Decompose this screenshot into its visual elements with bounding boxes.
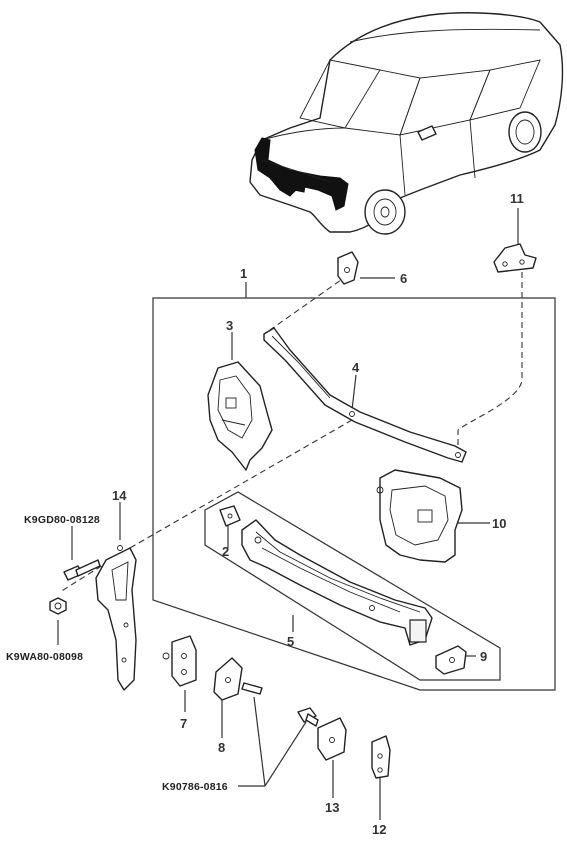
callout-4: 4	[352, 360, 360, 375]
callout-12: 12	[372, 822, 386, 837]
part-number-bolt-bottom: K90786-0816	[162, 781, 228, 793]
bolt-top	[63, 559, 101, 581]
part-5-lower-member	[241, 519, 433, 646]
part-10-right-panel	[376, 469, 463, 563]
part-12-bracket	[371, 735, 391, 779]
part-9-bracket	[435, 645, 467, 675]
callout-3: 3	[226, 318, 233, 333]
callout-7: 7	[180, 716, 187, 731]
callout-8: 8	[218, 740, 225, 755]
part-11-bracket	[493, 243, 537, 273]
part-4-upper-tie-bar	[263, 327, 467, 463]
callout-labels: 1 2 3 4 5 6 7 8 9 10 11 12 13 14	[112, 191, 524, 837]
part-3-left-panel	[207, 361, 273, 471]
car-illustration	[249, 12, 564, 235]
callout-5: 5	[287, 634, 294, 649]
part-7-bracket	[162, 635, 197, 687]
part-13-bracket	[297, 707, 347, 761]
part-number-labels: K9GD80-08128 K9WA80-08098 K90786-0816	[6, 514, 228, 793]
callout-2: 2	[222, 544, 229, 559]
part-2-bracket	[219, 505, 241, 527]
callout-1: 1	[240, 266, 247, 281]
callout-9: 9	[480, 649, 487, 664]
part-14-side-member	[95, 545, 137, 691]
part-8-bracket	[213, 657, 263, 701]
callout-11: 11	[510, 191, 524, 206]
part-number-bolt-top: K9GD80-08128	[24, 514, 100, 526]
nut	[49, 597, 67, 615]
callout-14: 14	[112, 488, 127, 503]
callout-13: 13	[325, 800, 339, 815]
part-number-nut: K9WA80-08098	[6, 651, 83, 663]
leader-lines	[57, 208, 519, 820]
callout-6: 6	[400, 271, 407, 286]
callout-10: 10	[492, 516, 506, 531]
sub-assembly-outline	[204, 491, 501, 681]
part-6-bracket	[337, 251, 359, 285]
assembly-outline	[152, 297, 556, 691]
